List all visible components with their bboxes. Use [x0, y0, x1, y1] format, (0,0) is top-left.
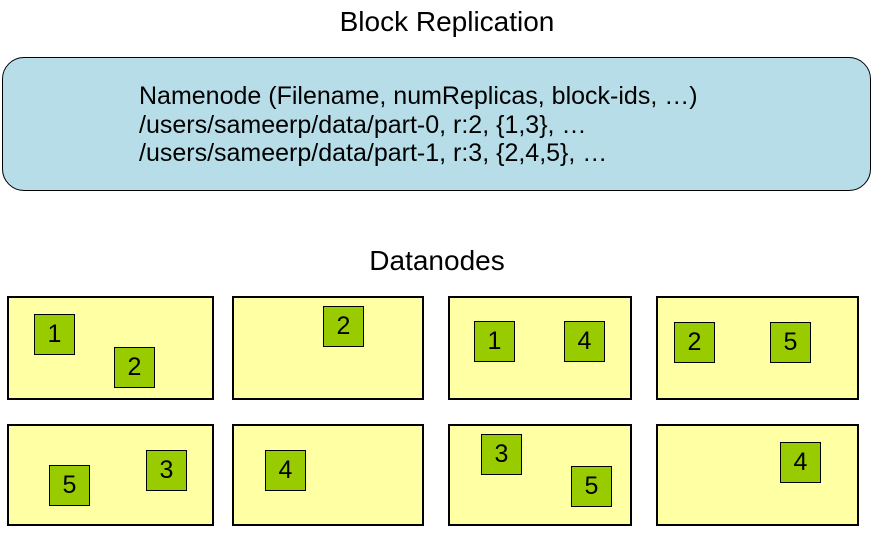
- datanodes-heading: Datanodes: [369, 245, 505, 276]
- datanode-box-6: 4: [232, 424, 424, 526]
- namenode-file-entry-part1: /users/sameerp/data/part-1, r:3, {2,4,5}…: [139, 139, 608, 167]
- block-square-5: 5: [49, 465, 90, 506]
- block-square-4: 4: [780, 442, 821, 483]
- namenode-signature-line: Namenode (Filename, numReplicas, block-i…: [139, 82, 698, 110]
- datanode-box-2: 2: [232, 296, 424, 400]
- block-square-2: 2: [323, 306, 364, 347]
- namenode-text: Namenode (Filename, numReplicas, block-i…: [139, 82, 698, 168]
- datanode-box-8: 4: [656, 424, 859, 526]
- block-square-3: 3: [146, 450, 187, 491]
- block-square-5: 5: [770, 322, 811, 363]
- block-square-4: 4: [265, 450, 306, 491]
- namenode-box: Namenode (Filename, numReplicas, block-i…: [2, 57, 871, 191]
- diagram-title: Block Replication: [339, 6, 555, 37]
- block-square-5: 5: [571, 466, 612, 507]
- block-square-2: 2: [674, 322, 715, 363]
- block-square-4: 4: [564, 321, 605, 362]
- namenode-file-entry-part0: /users/sameerp/data/part-0, r:2, {1,3}, …: [139, 110, 587, 139]
- block-square-3: 3: [481, 434, 522, 475]
- block-square-1: 1: [34, 314, 75, 355]
- block-square-1: 1: [474, 321, 515, 362]
- block-square-2: 2: [114, 347, 155, 388]
